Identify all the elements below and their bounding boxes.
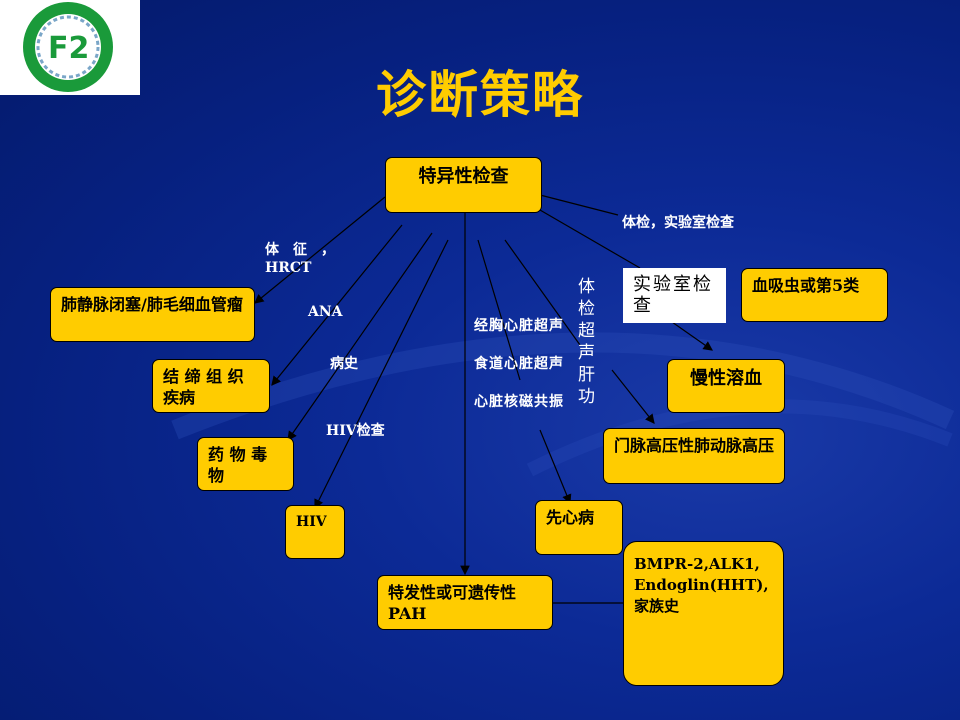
box-genetics: BMPR-2,ALK1, Endoglin(HHT), 家族史 <box>623 541 784 686</box>
label-hiv-test: HIV检查 <box>326 423 385 439</box>
box-lab-tests: 实验室检查 <box>623 268 726 323</box>
svg-text:F2: F2 <box>48 31 89 66</box>
root-box-specific-tests: 特异性检查 <box>385 157 542 213</box>
box-chronic-hemolysis: 慢性溶血 <box>667 359 785 413</box>
page-title: 诊断策略 <box>376 66 584 124</box>
box-pvod: 肺静脉闭塞/肺毛细血管瘤 <box>50 287 255 342</box>
label-signs: 体 征 ， <box>265 242 335 258</box>
box-connective-tissue: 结 缔 组 织 疾病 <box>152 359 270 413</box>
box-idiopathic-pah: 特发性或可遗传性PAH <box>377 575 553 630</box>
label-echo-transesophageal: 食道心脏超声 <box>474 356 564 372</box>
label-echo-transthoracic: 经胸心脏超声 <box>474 318 564 334</box>
hospital-logo: F2 <box>0 0 140 95</box>
box-drugs-toxins: 药 物 毒 物 <box>197 437 294 491</box>
box-portal-hypertension: 门脉高压性肺动脉高压 <box>603 428 785 484</box>
box-hiv: HIV <box>285 505 345 559</box>
label-hrct: HRCT <box>265 260 312 276</box>
label-history: 病史 <box>330 356 358 372</box>
label-vertical-exam: 体检超声肝功 <box>578 277 595 407</box>
label-exam-lab: 体检，实验室检查 <box>622 215 734 231</box>
label-cardiac-mri: 心脏核磁共振 <box>474 394 564 410</box>
box-congenital-heart: 先心病 <box>535 500 623 555</box>
box-schistosoma: 血吸虫或第5类 <box>741 268 888 322</box>
label-ana: ANA <box>308 304 343 320</box>
